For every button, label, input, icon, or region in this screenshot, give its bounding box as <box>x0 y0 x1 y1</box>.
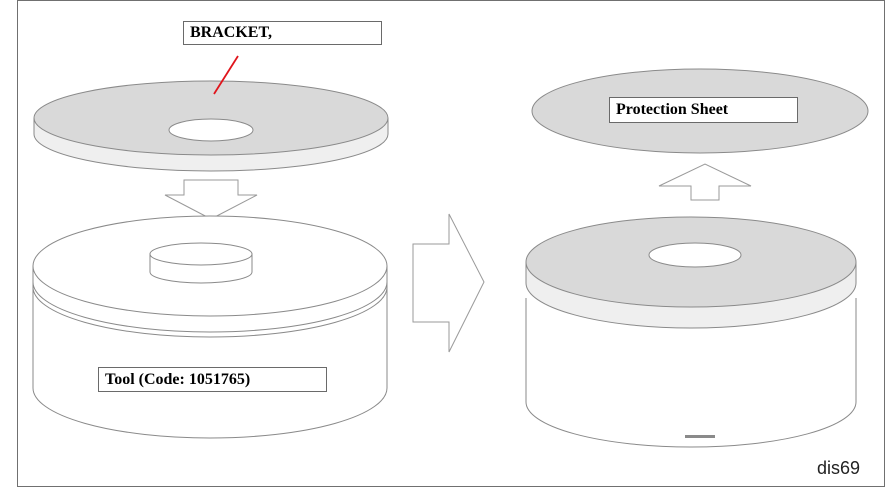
figure-code: dis69 <box>817 458 861 478</box>
assembled-cylinder <box>525 216 857 448</box>
tool-cylinder-band <box>32 281 388 333</box>
bracket-disc-top <box>33 80 389 156</box>
bracket-label: BRACKET, <box>183 21 382 45</box>
diagram-frame: BRACKET, Protection Sheet Tool (Code: 10… <box>17 0 885 487</box>
bracket-disc <box>33 80 389 172</box>
bracket-disc-hole <box>168 118 254 142</box>
tool-cylinder <box>32 215 388 439</box>
protection-sheet-label: Protection Sheet <box>609 97 798 123</box>
bracket-leader-line <box>213 55 239 95</box>
tool-cylinder-band-2 <box>32 286 388 338</box>
tool-boss-top <box>149 242 253 266</box>
assembled-cylinder-body <box>525 298 857 448</box>
down-arrow-icon <box>164 179 258 220</box>
tool-label: Tool (Code: 1051765) <box>98 367 327 392</box>
cylinder-foot-mark <box>685 435 715 438</box>
up-arrow-icon <box>658 163 752 201</box>
right-arrow-icon <box>412 213 485 353</box>
assembled-bracket-hole <box>648 242 742 268</box>
